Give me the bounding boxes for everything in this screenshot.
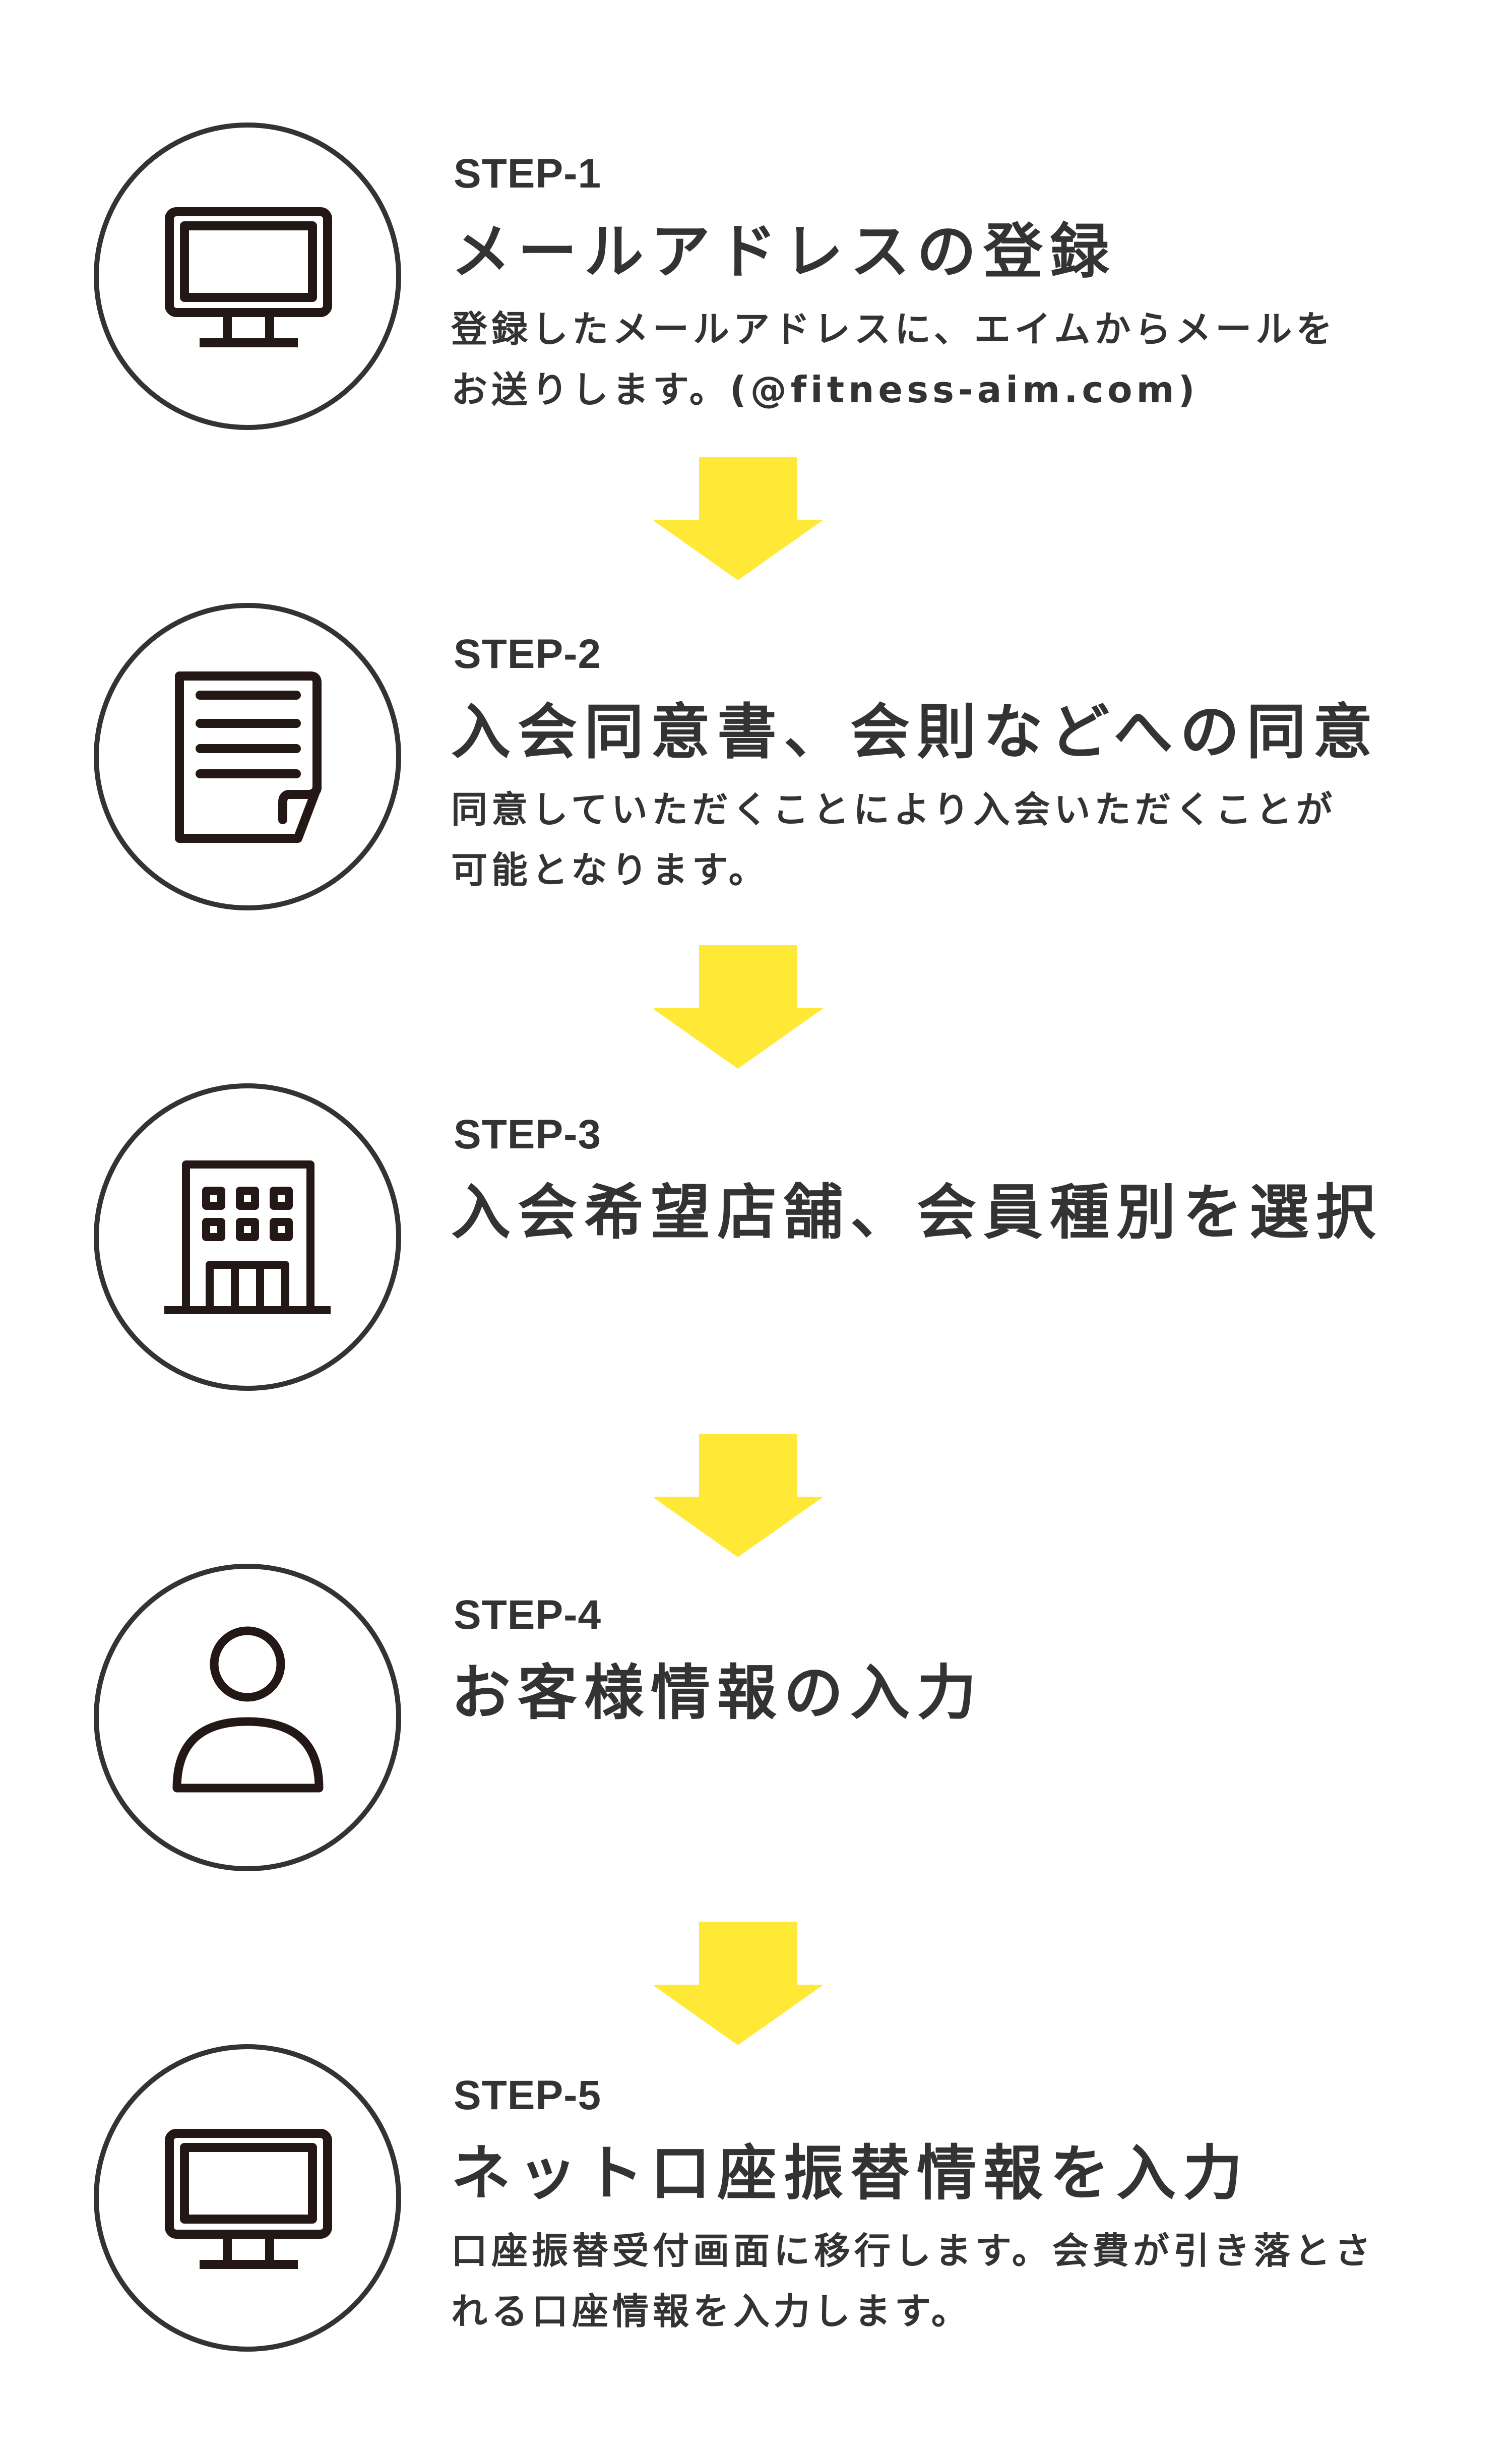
- step-title: ネット口座振替情報を入力: [451, 2138, 1250, 2208]
- step-3: STEP-3 入会希望店舗、会員種別を選択: [0, 1081, 1512, 1403]
- desc-line: 口座振替受付画面に移行します。会費が引き落とさ: [451, 2230, 1375, 2272]
- desc-line: れる口座情報を入力します。: [451, 2290, 972, 2333]
- step-2: STEP-2 入会同意書、会則などへの同意 同意していただくことにより入会いただ…: [0, 600, 1512, 923]
- step-5-circle: [94, 2044, 401, 2352]
- step-description: 口座振替受付画面に移行します。会費が引き落とさ れる口座情報を入力します。: [451, 2221, 1459, 2342]
- monitor-icon: [165, 207, 332, 347]
- desc-line: お送りします。(@fitness-aim.com): [451, 369, 1199, 411]
- step-1: STEP-1 メールアドレスの登録 登録したメールアドレスに、エイムからメールを…: [0, 120, 1512, 443]
- step-4-circle: [94, 1564, 401, 1871]
- desc-line: 同意していただくことにより入会いただくことが: [451, 788, 1337, 831]
- desc-line: 登録したメールアドレスに、エイムからメールを: [451, 308, 1337, 350]
- step-description: 同意していただくことにより入会いただくことが 可能となります。: [451, 779, 1459, 900]
- down-arrow-icon: [654, 945, 824, 1069]
- step-title: お客様情報の入力: [451, 1658, 984, 1728]
- step-label: STEP-4: [454, 1592, 602, 1638]
- step-label: STEP-3: [454, 1112, 602, 1157]
- steps-page: STEP-1 メールアドレスの登録 登録したメールアドレスに、エイムからメールを…: [0, 120, 1512, 2364]
- down-arrow-icon: [654, 457, 824, 580]
- step-4: STEP-4 お客様情報の入力: [0, 1561, 1512, 1884]
- step-title: 入会同意書、会則などへの同意: [451, 697, 1380, 767]
- step-description: 登録したメールアドレスに、エイムからメールを お送りします。(@fitness-…: [451, 299, 1459, 420]
- desc-line: 可能となります。: [451, 849, 769, 891]
- step-label: STEP-2: [454, 631, 602, 677]
- monitor-icon: [165, 2129, 332, 2269]
- down-arrow-icon: [654, 1434, 824, 1557]
- person-icon: [172, 1626, 324, 1793]
- step-title: メールアドレスの登録: [451, 217, 1117, 286]
- step-label: STEP-5: [454, 2072, 602, 2118]
- step-label: STEP-1: [454, 151, 602, 197]
- step-2-circle: [94, 603, 401, 910]
- step-title: 入会希望店舗、会員種別を選択: [451, 1178, 1383, 1247]
- document-icon: [175, 671, 322, 843]
- step-1-circle: [94, 122, 401, 430]
- step-5: STEP-5 ネット口座振替情報を入力 口座振替受付画面に移行します。会費が引き…: [0, 2042, 1512, 2364]
- down-arrow-icon: [654, 1922, 824, 2045]
- step-3-circle: [94, 1083, 401, 1391]
- building-icon: [164, 1160, 331, 1314]
